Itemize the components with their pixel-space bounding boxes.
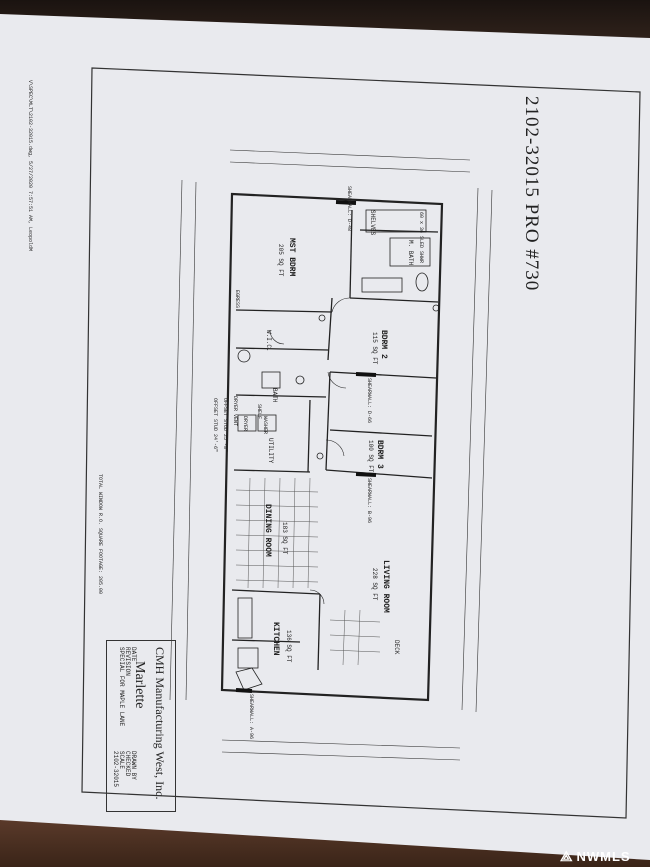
shearwall-label-1: SHEARWALL: D-48 — [346, 186, 352, 232]
room-bdrm3-area: 100 SQ FT — [367, 440, 374, 473]
shearwall-label-2: SHEARWALL: D-66 — [366, 378, 372, 424]
room-bdrm2: BDRM 2 — [379, 330, 388, 359]
room-dining: DINING ROOM — [263, 504, 272, 557]
label-dryer: DRYER — [242, 416, 248, 432]
file-path-text: V\SPEC\MLT\2102-32015.dwg, 5/27/2020 7:5… — [27, 80, 33, 252]
paper-sheet — [0, 14, 650, 860]
room-living-area: 228 SQ FT — [371, 568, 378, 601]
label-washer: WASHER — [262, 416, 268, 435]
room-bdrm3: BDRM 3 — [375, 440, 384, 469]
fixtures — [235, 209, 440, 691]
title-block-company: CMH Manufacturing West, Inc. — [153, 647, 167, 800]
label-deck: DECK — [393, 640, 400, 655]
title-block-row: SCALE — [118, 751, 125, 770]
room-wic: W.I.C. — [265, 330, 272, 352]
shearwall-label-4: SHEARWALL: A-96 — [248, 694, 254, 740]
title-block-model: Marlette — [132, 661, 147, 709]
room-kitchen: KITCHEN — [271, 622, 280, 656]
title-block-row: SPECIAL FOR MAPLE LANE — [118, 647, 125, 727]
title-block-row: CHECKED — [124, 751, 131, 777]
room-bdrm2-area: 115 SQ FT — [371, 332, 378, 365]
room-bath: BATH — [271, 388, 278, 403]
room-dining-area: 183 SQ FT — [281, 522, 288, 555]
nwmls-logo-text: NWMLS — [576, 849, 631, 864]
note-dryer-vent: DRYER VENT — [232, 396, 238, 427]
shearwall-label-3: SHEARWALL: B-96 — [366, 478, 372, 524]
label-shelves: SHELVES — [369, 210, 376, 236]
exterior-walls — [220, 192, 444, 702]
window-note: TOTAL WINDOW R.O. SQUARE FOOTAGE: 205.00 — [97, 474, 103, 595]
label-shelf: SHELF — [256, 404, 262, 420]
shearwall-marks — [235, 200, 377, 693]
note-offset-stud-2: OFFSET STUD 25'-8" — [222, 398, 228, 453]
title-block: CMH Manufacturing West, Inc. Marlette 21… — [106, 640, 176, 812]
nwmls-logo-icon: ⟁ — [560, 848, 574, 864]
room-kitchen-area: 136 SQ FT — [285, 630, 292, 663]
room-m-bath: M. BATH — [407, 240, 414, 266]
plan-title: 2102-32015 PRO #730 — [521, 96, 542, 292]
title-block-row: DATE — [130, 647, 137, 662]
drawing-border — [81, 67, 641, 819]
room-utility: UTILITY — [267, 438, 274, 464]
door-swings — [269, 297, 351, 605]
label-tub: 60 x 36 SLED SHWR — [418, 212, 424, 264]
note-offset-stud-1: OFFSET STUD 24'-6" — [212, 398, 218, 453]
room-mst-bdrm: MST BDRM — [287, 238, 296, 277]
interior-walls — [231, 209, 439, 671]
nwmls-watermark: ⟁NWMLS — [560, 848, 631, 865]
room-mst-bdrm-area: 205 SQ FT — [277, 244, 284, 277]
room-living: LIVING ROOM — [381, 560, 390, 613]
note-egress: EGRESS — [234, 290, 240, 309]
dining-floor-grid — [235, 477, 381, 666]
title-block-row: REVISION — [124, 647, 131, 676]
title-block-row: DRAWN BY — [130, 751, 137, 780]
